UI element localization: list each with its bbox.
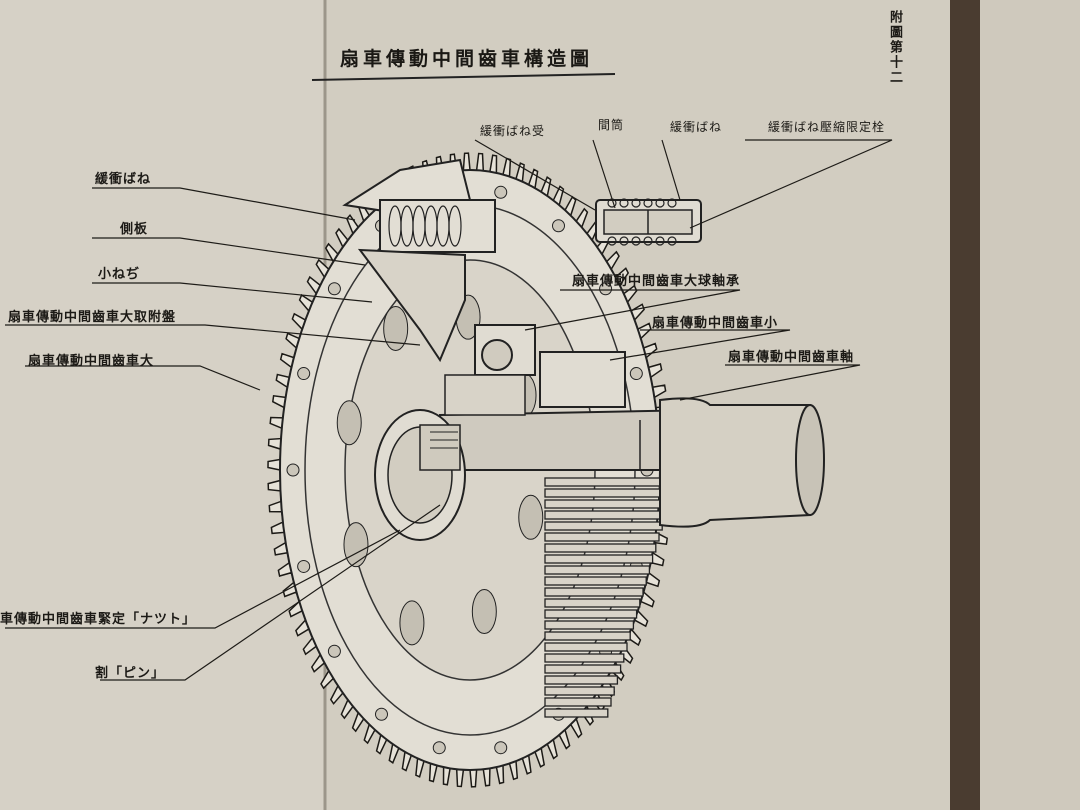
inset-spring-seat: 緩衝ばね受 — [480, 124, 546, 138]
pinion-tooth — [544, 631, 631, 641]
callout-gear-shaft: 扇車傳動中間齒車軸 — [728, 350, 855, 365]
pinion-tooth — [544, 598, 641, 608]
pinion-tooth — [544, 488, 673, 498]
pinion-tooth — [544, 565, 651, 575]
rim-screw — [375, 707, 388, 721]
lightening-hole — [383, 305, 409, 351]
next-page-edge — [980, 0, 1080, 810]
inset-spacer: 間筒 — [598, 118, 625, 132]
callout-split-pin: 割「ピン」 — [95, 666, 166, 681]
rim-screw — [286, 463, 300, 477]
pinion-tooth — [544, 664, 622, 674]
rim-screw — [629, 367, 643, 381]
callout-side-plate: 側板 — [120, 222, 149, 237]
pinion-tooth — [544, 477, 676, 487]
pinion-tooth — [544, 697, 612, 707]
rim-screw — [327, 282, 341, 296]
plate-number: 附圖第十二 — [887, 10, 902, 85]
shaft — [439, 397, 825, 528]
title-underline — [311, 73, 616, 81]
callout-small-screw: 小ねぢ — [98, 267, 141, 282]
spring-inset — [595, 198, 702, 246]
leader-lines — [5, 139, 893, 681]
callout-ball-bearing: 扇車傳動中間齒車大球軸承 — [572, 274, 741, 289]
pinion-tooth — [544, 675, 619, 685]
pinion-tooth — [544, 708, 609, 718]
rim-screw — [552, 219, 565, 233]
spring-housing — [342, 158, 496, 363]
pinion-tooth — [544, 521, 663, 531]
rim-screw — [494, 185, 508, 199]
pinion-tooth — [544, 499, 670, 509]
callout-gear-mounting-plate: 扇車傳動中間齒車大取附盤 — [8, 310, 177, 325]
pinion-tooth — [544, 510, 667, 520]
lightening-hole — [343, 522, 369, 568]
pinion-tooth — [544, 587, 644, 597]
inset-buffer-spring: 緩衝ばね — [670, 120, 723, 134]
pinion-tooth — [544, 532, 660, 542]
inset-compression-stop: 緩衝ばね壓縮限定栓 — [768, 120, 886, 134]
pinion-tooth — [544, 554, 654, 564]
pinion-tooth — [544, 620, 635, 630]
left-page — [0, 0, 325, 810]
callout-large-gear: 扇車傳動中間齒車大 — [28, 354, 155, 369]
rim-screw — [297, 367, 311, 381]
small-gear — [544, 477, 676, 718]
rim-screw — [494, 741, 508, 755]
ball-bearing — [444, 324, 626, 416]
lightening-hole — [336, 400, 362, 446]
pinion-tooth — [544, 642, 628, 652]
rim-screw — [327, 644, 341, 658]
lightening-hole — [399, 600, 425, 646]
lightening-hole — [471, 589, 497, 635]
pinion-tooth — [544, 653, 625, 663]
rim-screw — [599, 282, 613, 296]
rim-screw — [297, 559, 311, 573]
pinion-tooth — [544, 576, 647, 586]
pinion-tooth — [544, 609, 638, 619]
pinion-tooth — [544, 686, 615, 696]
page-edge — [950, 0, 980, 810]
callout-small-gear: 扇車傳動中間齒車小 — [652, 316, 779, 331]
hub-nut — [374, 409, 466, 541]
pinion-tooth — [544, 543, 657, 553]
page-title: 扇車傳動中間齒車構造圖 — [340, 48, 594, 70]
callout-buffer-spring: 緩衝ばね — [95, 172, 152, 187]
rim-screw — [432, 741, 446, 755]
lightening-hole — [518, 494, 544, 540]
callout-lock-nut: 車傳動中間齒車緊定「ナツト」 — [0, 612, 197, 627]
